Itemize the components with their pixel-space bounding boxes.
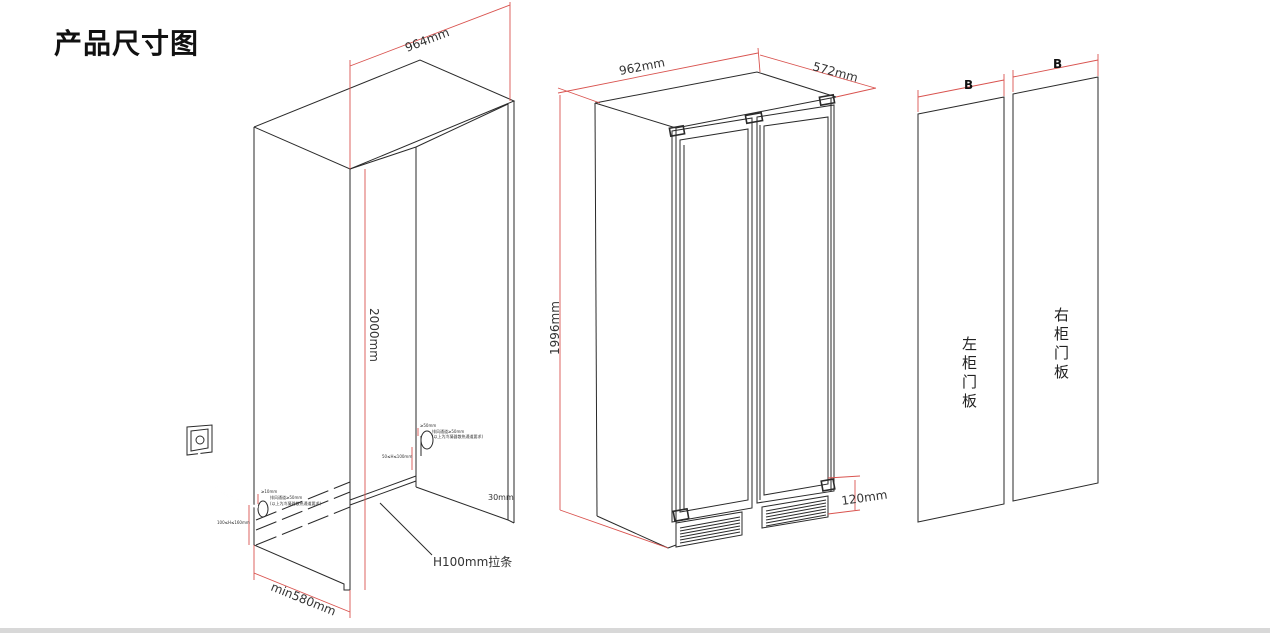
cabinet-height-label: 2000mm xyxy=(367,308,381,362)
note-mid-dim: 50≤H≤100mm xyxy=(382,454,412,459)
cabinet-depth-label: min580mm xyxy=(269,580,338,619)
fridge-height-label: 1996mm xyxy=(548,301,562,355)
fridge-drawing: 962mm 572mm 1996mm 120mm xyxy=(548,47,888,549)
left-panel-char-4: 板 xyxy=(962,392,977,410)
left-panel-char-2: 柜 xyxy=(962,354,977,372)
note-right-text: 排风通道≥50mm xyxy=(432,428,464,434)
gap-label: 30mm xyxy=(488,493,514,502)
right-panel-char-2: 柜 xyxy=(1054,325,1069,343)
bottom-divider xyxy=(0,628,1270,633)
note-left-dim: ≥10mm xyxy=(261,489,277,494)
right-panel-char-3: 门 xyxy=(1054,344,1069,362)
left-panel-dim: B xyxy=(964,78,973,92)
power-socket xyxy=(186,424,259,509)
fridge-depth-label: 572mm xyxy=(811,59,859,85)
door-panels: B B 左 柜 门 板 右 柜 门 板 xyxy=(917,54,1099,523)
cabinet-drawing: 964mm 2000mm min580mm H100mm拉条 30mm ≥10m… xyxy=(186,2,516,619)
grille-right xyxy=(765,499,827,527)
grille-left xyxy=(679,516,741,544)
note-right-sub: (以上为冷凝器散热通道要求) xyxy=(432,433,484,439)
cabinet-width-label: 964mm xyxy=(403,25,451,55)
right-panel-char-1: 右 xyxy=(1054,306,1069,324)
note-left-text: 排风通道≥50mm xyxy=(270,494,302,500)
fridge-width-label: 962mm xyxy=(618,55,666,78)
fridge-base-label: 120mm xyxy=(840,488,888,508)
page-title: 产品尺寸图 xyxy=(54,27,200,60)
right-panel-dim: B xyxy=(1053,57,1062,71)
note-right-dim: ≥50mm xyxy=(420,423,436,428)
note-socket-dim: 100≤H≤160mm xyxy=(217,520,250,525)
right-panel-char-4: 板 xyxy=(1054,363,1069,381)
left-panel-char-1: 左 xyxy=(962,335,977,353)
note-left-sub: (以上为冷凝器散热通道要求) xyxy=(270,500,322,506)
left-panel-char-3: 门 xyxy=(962,373,977,391)
strip-label: H100mm拉条 xyxy=(433,554,512,569)
